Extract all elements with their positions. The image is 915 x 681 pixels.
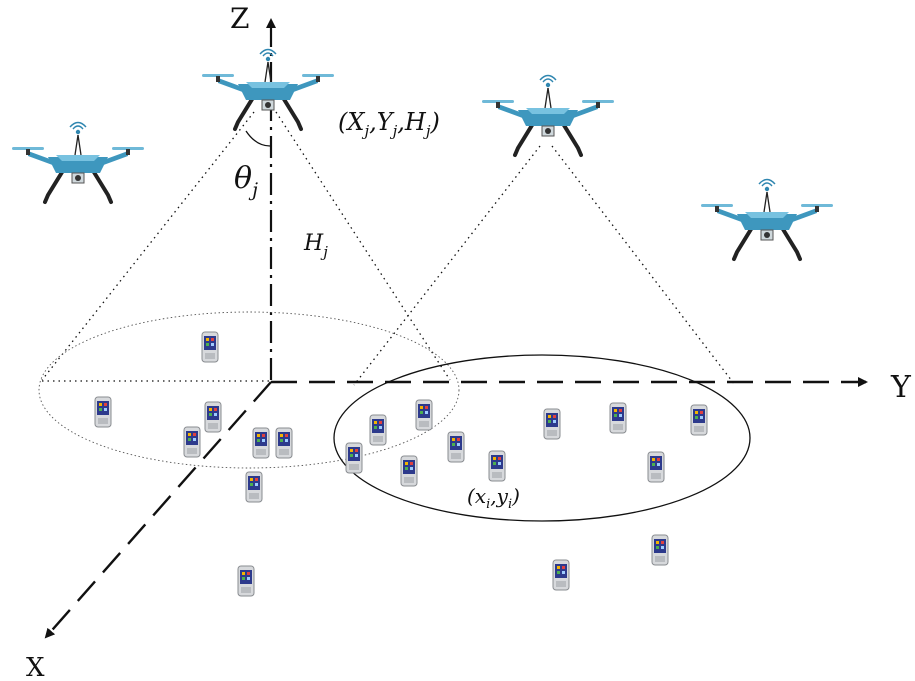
coverage-area-left	[38, 311, 460, 469]
mobile-phone-icon	[690, 404, 708, 436]
uav-position-label: (Xj,Yj,Hj)	[338, 108, 440, 140]
mobile-phone-icon	[400, 455, 418, 487]
mobile-phone-icon	[609, 402, 627, 434]
axis-label-z: Z	[230, 2, 249, 35]
mobile-phone-icon	[447, 431, 465, 463]
axis-label-x: X	[26, 653, 45, 681]
mobile-phone-icon	[647, 451, 665, 483]
uav-icon	[480, 73, 616, 157]
height-label: Hj	[303, 231, 328, 261]
uav-icon	[10, 120, 146, 204]
coverage-cone-left	[41, 111, 451, 382]
angle-label: θj	[234, 161, 258, 201]
mobile-phone-icon	[94, 396, 112, 428]
user-position-label: (xi,yi)	[467, 484, 520, 512]
mobile-phone-icon	[651, 534, 669, 566]
mobile-phone-icon	[415, 399, 433, 431]
axis-x	[44, 381, 272, 639]
mobile-phone-icon	[275, 427, 293, 459]
mobile-phone-icon	[345, 442, 363, 474]
mobile-phone-icon	[204, 401, 222, 433]
mobile-phone-icon	[369, 414, 387, 446]
mobile-phone-icon	[183, 426, 201, 458]
uav-icon	[200, 47, 336, 131]
uav-icon	[699, 177, 835, 261]
mobile-phone-icon	[552, 559, 570, 591]
coverage-cone-right	[353, 145, 736, 386]
mobile-phone-icon	[543, 408, 561, 440]
axis-label-y: Y	[890, 370, 912, 405]
mobile-phone-icon	[237, 565, 255, 597]
mobile-phone-icon	[201, 331, 219, 363]
mobile-phone-icon	[245, 471, 263, 503]
angle-arc	[245, 130, 271, 147]
mobile-phone-icon	[252, 427, 270, 459]
coverage-area-right	[333, 354, 751, 522]
mobile-phone-icon	[488, 450, 506, 482]
user-equipment-group	[94, 331, 708, 597]
